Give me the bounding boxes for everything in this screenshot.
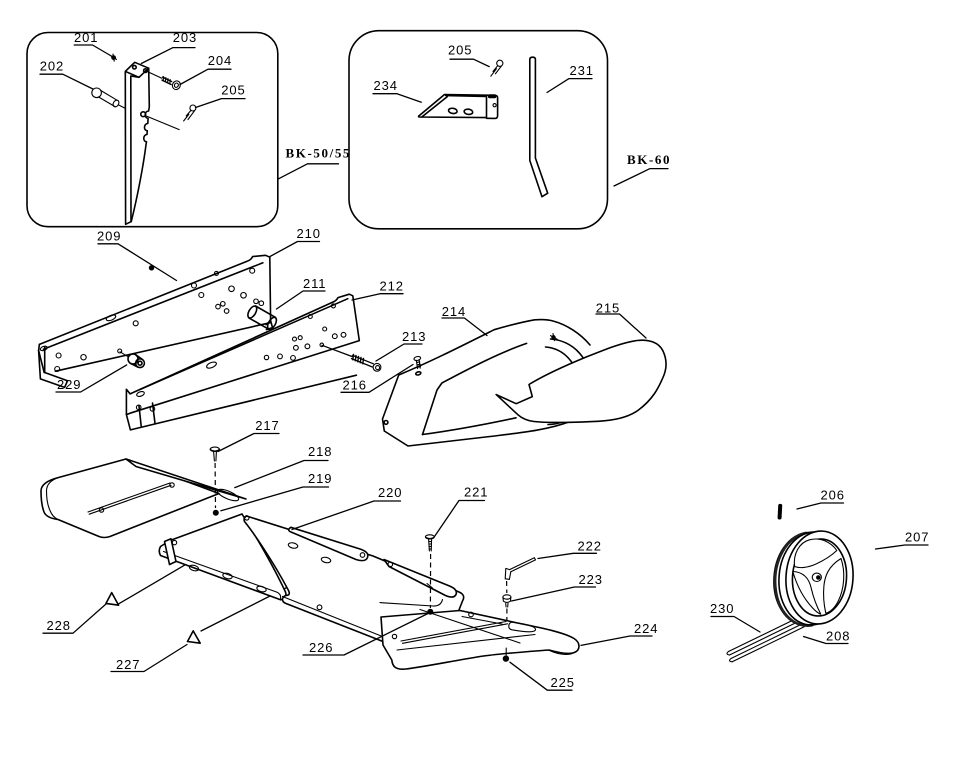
- svg-text:223: 223: [579, 572, 603, 587]
- svg-text:210: 210: [297, 226, 321, 241]
- svg-text:216: 216: [343, 378, 367, 393]
- svg-text:206: 206: [821, 488, 845, 503]
- svg-text:224: 224: [634, 621, 658, 636]
- svg-text:226: 226: [309, 640, 333, 655]
- svg-text:225: 225: [551, 675, 575, 690]
- svg-text:205: 205: [221, 83, 245, 98]
- svg-text:217: 217: [255, 418, 279, 433]
- svg-text:213: 213: [402, 329, 426, 344]
- svg-text:212: 212: [380, 279, 404, 294]
- svg-text:229: 229: [57, 377, 81, 392]
- svg-text:201: 201: [74, 30, 98, 45]
- svg-text:205: 205: [448, 43, 472, 58]
- svg-text:BK-60: BK-60: [627, 152, 671, 167]
- svg-text:202: 202: [40, 59, 64, 74]
- svg-text:215: 215: [596, 301, 620, 316]
- svg-text:234: 234: [374, 78, 398, 93]
- svg-text:207: 207: [905, 530, 929, 545]
- svg-text:208: 208: [826, 629, 850, 644]
- svg-text:228: 228: [47, 618, 71, 633]
- svg-text:214: 214: [442, 304, 466, 319]
- svg-text:211: 211: [303, 276, 326, 291]
- svg-text:227: 227: [116, 657, 140, 672]
- svg-text:230: 230: [710, 601, 734, 616]
- svg-text:209: 209: [97, 229, 121, 244]
- svg-text:203: 203: [173, 30, 197, 45]
- svg-text:BK-50/55: BK-50/55: [286, 146, 352, 161]
- svg-text:231: 231: [570, 63, 594, 78]
- svg-text:218: 218: [308, 444, 332, 459]
- svg-text:219: 219: [308, 471, 332, 486]
- svg-text:221: 221: [464, 485, 488, 500]
- svg-text:222: 222: [578, 539, 602, 554]
- svg-text:204: 204: [208, 53, 232, 68]
- svg-text:220: 220: [378, 485, 402, 500]
